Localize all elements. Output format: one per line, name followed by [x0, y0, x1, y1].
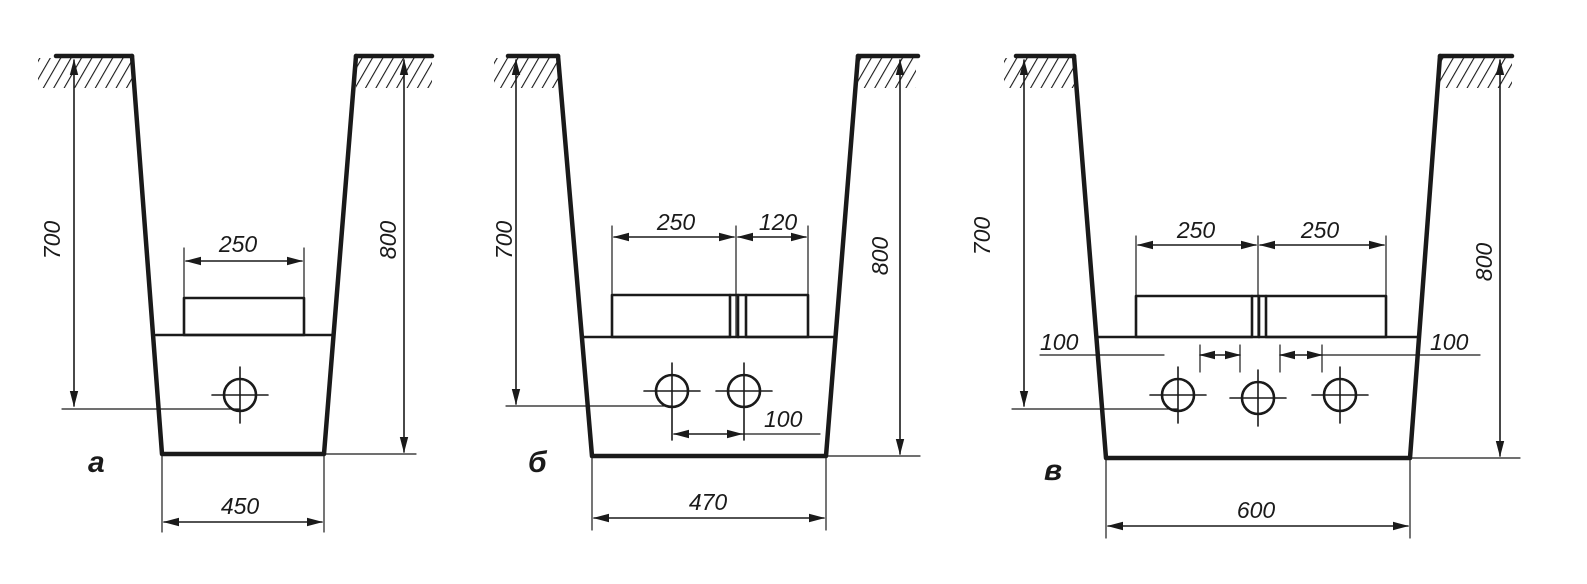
dim-label-450: 450	[221, 493, 260, 519]
dim-label-offset-left: 100	[1040, 329, 1079, 355]
dim-label-470: 470	[689, 489, 728, 515]
cover-block	[182, 296, 306, 337]
cover-block-2	[1264, 294, 1388, 339]
trench-outline	[555, 53, 861, 459]
dim-label-700: 700	[969, 217, 995, 256]
trench-section-a: 700 800 250 450 а	[38, 53, 435, 533]
ground-hatch-right	[858, 58, 916, 88]
cover-block-1	[1134, 294, 1254, 339]
ground-hatch-right	[356, 58, 432, 88]
dim-label-800: 800	[1471, 243, 1497, 282]
dim-label-250: 250	[218, 231, 258, 257]
diagram-label-a: а	[88, 446, 105, 479]
cover-block-1	[610, 293, 732, 339]
trench-section-c: 100 100 700 800 250 250 60	[969, 53, 1521, 539]
diagram-label-c: в	[1044, 454, 1062, 487]
dim-label-800: 800	[375, 221, 401, 260]
dim-label-250: 250	[656, 209, 696, 235]
trench-outline	[1071, 53, 1443, 461]
dim-label-800: 800	[867, 237, 893, 276]
dim-label-250-a: 250	[1176, 217, 1216, 243]
cover-block-2	[744, 293, 810, 339]
ground-hatch-left	[38, 58, 132, 88]
ground-hatch-left	[494, 58, 558, 88]
dim-label-250-b: 250	[1300, 217, 1340, 243]
trench-outline	[129, 53, 359, 457]
dim-label-120: 120	[759, 209, 798, 235]
dim-label-700: 700	[491, 221, 517, 260]
dim-label-pipe-spacing: 100	[764, 406, 803, 432]
ground-hatch-right	[1440, 58, 1512, 88]
dim-label-600: 600	[1237, 497, 1276, 523]
diagram-label-b: б	[528, 446, 548, 479]
trench-section-b: 100 700 800 250 120 470 б	[491, 53, 921, 531]
dim-label-offset-right: 100	[1430, 329, 1469, 355]
dim-label-700: 700	[39, 221, 65, 260]
ground-hatch-left	[1004, 58, 1074, 88]
